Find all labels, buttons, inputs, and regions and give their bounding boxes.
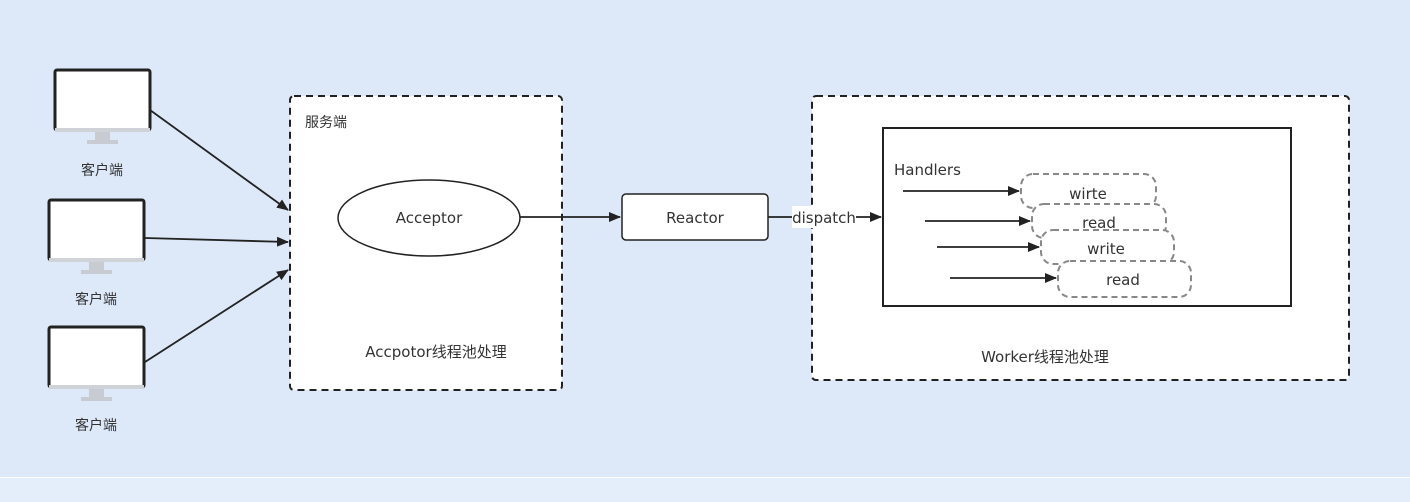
dispatch-label-bg	[792, 206, 856, 228]
client-computer-3: 客户端	[47, 325, 146, 434]
bottom-strip	[0, 477, 1410, 502]
client-label: 客户端	[75, 291, 117, 308]
server-box: 服务端 Acceptor Accpotor线程池处理	[289, 95, 563, 391]
handler-label: read	[1082, 214, 1116, 232]
handler-item	[1057, 260, 1192, 298]
reactor-label: Reactor	[666, 209, 724, 227]
handler-label: read	[1106, 271, 1140, 289]
worker-caption: Worker线程池处理	[981, 348, 1109, 366]
server-title: 服务端	[305, 115, 347, 131]
acceptor-node	[337, 179, 521, 257]
reactor-node: Reactor	[621, 193, 769, 241]
server-caption: Accpotor线程池处理	[365, 343, 506, 361]
handler-label: write	[1087, 240, 1125, 258]
handlers-title: Handlers	[894, 161, 961, 179]
handler-label: wirte	[1069, 185, 1107, 203]
monitor-icon	[47, 325, 146, 401]
monitor-icon	[53, 68, 152, 144]
worker-box: Worker线程池处理 Handlers wirte read write re…	[811, 95, 1350, 381]
client-1-arrow	[149, 109, 289, 211]
client-computer-1: 客户端	[53, 68, 152, 179]
client-2-arrow	[144, 236, 289, 247]
dispatch-label: dispatch	[792, 209, 856, 227]
monitor-icon	[47, 198, 146, 274]
acceptor-label: Acceptor	[396, 209, 463, 227]
client-3-arrow	[144, 269, 289, 363]
client-label: 客户端	[81, 162, 123, 179]
client-label: 客户端	[75, 417, 117, 434]
client-computer-2: 客户端	[47, 198, 146, 308]
